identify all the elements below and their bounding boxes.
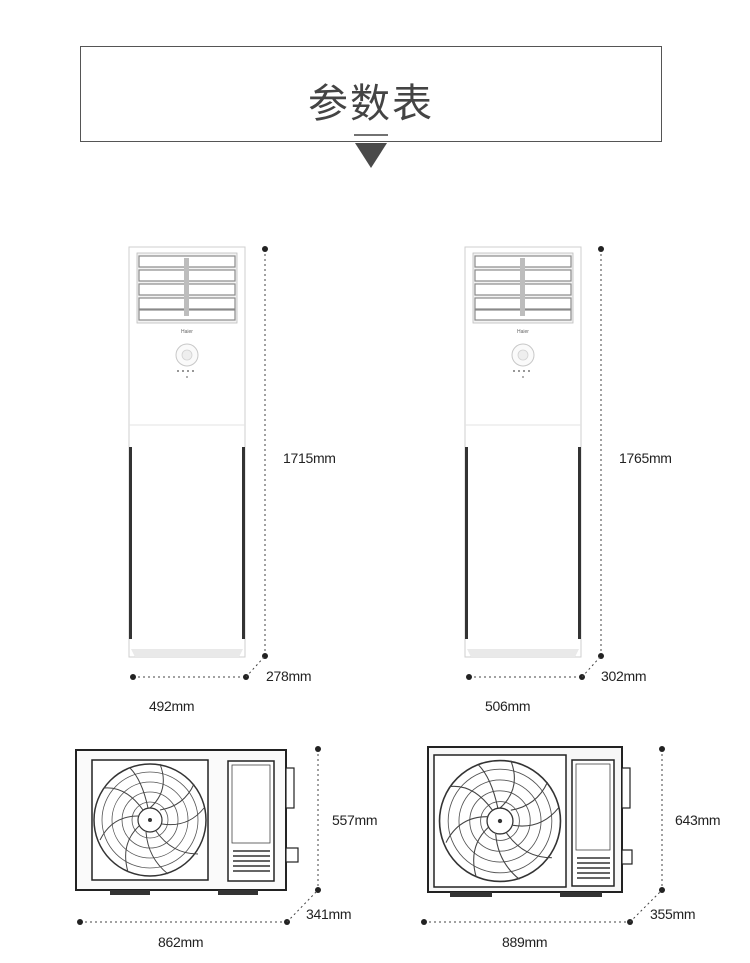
title-box: 参数表 [80,46,662,142]
outdoor-2-height-label: 643mm [675,812,721,828]
indoor-unit-2 [464,246,582,658]
indoor-2-width-label: 506mm [485,698,531,714]
indoor-1-height-label: 1715mm [283,450,336,466]
indoor-1-width-label: 492mm [149,698,195,714]
outdoor-unit-2 [427,746,633,897]
outdoor-1-width-label: 862mm [158,934,204,950]
indoor-2-height-label: 1765mm [619,450,672,466]
down-arrow-icon [354,134,388,168]
outdoor-1-depth-label: 341mm [306,906,352,922]
page-title: 参数表 [308,81,434,127]
outdoor-2-depth-label: 355mm [650,906,696,922]
indoor-1-depth-label: 278mm [266,668,312,684]
indoor-2-depth-label: 302mm [601,668,647,684]
outdoor-unit-1 [75,749,299,895]
outdoor-1-height-label: 557mm [332,812,378,828]
indoor-unit-1 [128,246,246,658]
outdoor-2-width-label: 889mm [502,934,548,950]
